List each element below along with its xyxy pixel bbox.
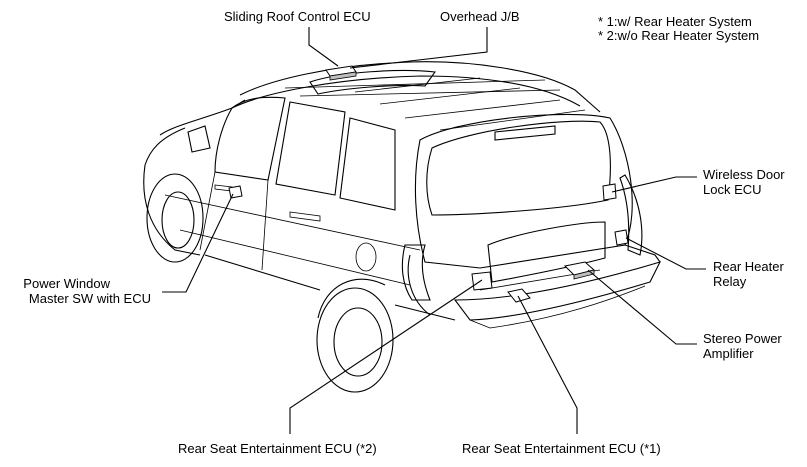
- label-sliding-roof-ecu: Sliding Roof Control ECU: [224, 9, 371, 24]
- leader-power-window: [162, 193, 234, 293]
- leader-rse2: [289, 279, 483, 434]
- footnote-1: * 1:w/ Rear Heater System: [598, 14, 752, 29]
- leader-sliding-roof: [308, 27, 339, 67]
- label-overhead-jb: Overhead J/B: [440, 9, 520, 24]
- label-power-window-line1: Power Window: [23, 276, 110, 291]
- vehicle-outline: [143, 61, 662, 393]
- label-wireless-door-lock-ecu-line1: Wireless Door: [703, 167, 785, 182]
- label-rse-ecu-2: Rear Seat Entertainment ECU (*2): [178, 441, 377, 456]
- component-parts: [228, 65, 629, 303]
- label-wireless-door-lock-ecu-line2: Lock ECU: [703, 182, 762, 197]
- footnote-2: * 2:w/o Rear Heater System: [598, 28, 760, 43]
- label-rse-ecu-1: Rear Seat Entertainment ECU (*1): [462, 441, 661, 456]
- label-rear-heater-relay-line2: Relay: [713, 274, 747, 289]
- leader-stereo-amp: [587, 269, 697, 345]
- leader-rear-heater: [625, 237, 706, 270]
- label-rear-heater-relay-line1: Rear Heater: [713, 259, 784, 274]
- leader-rse1: [517, 295, 578, 434]
- label-power-window-line2: Master SW with ECU: [28, 291, 151, 306]
- leader-lines: [162, 27, 706, 434]
- label-stereo-power-amp-line2: Amplifier: [703, 346, 754, 361]
- leader-wireless-door: [611, 176, 697, 193]
- label-stereo-power-amp-line1: Stereo Power: [703, 331, 782, 346]
- leader-overhead-jb: [349, 27, 488, 69]
